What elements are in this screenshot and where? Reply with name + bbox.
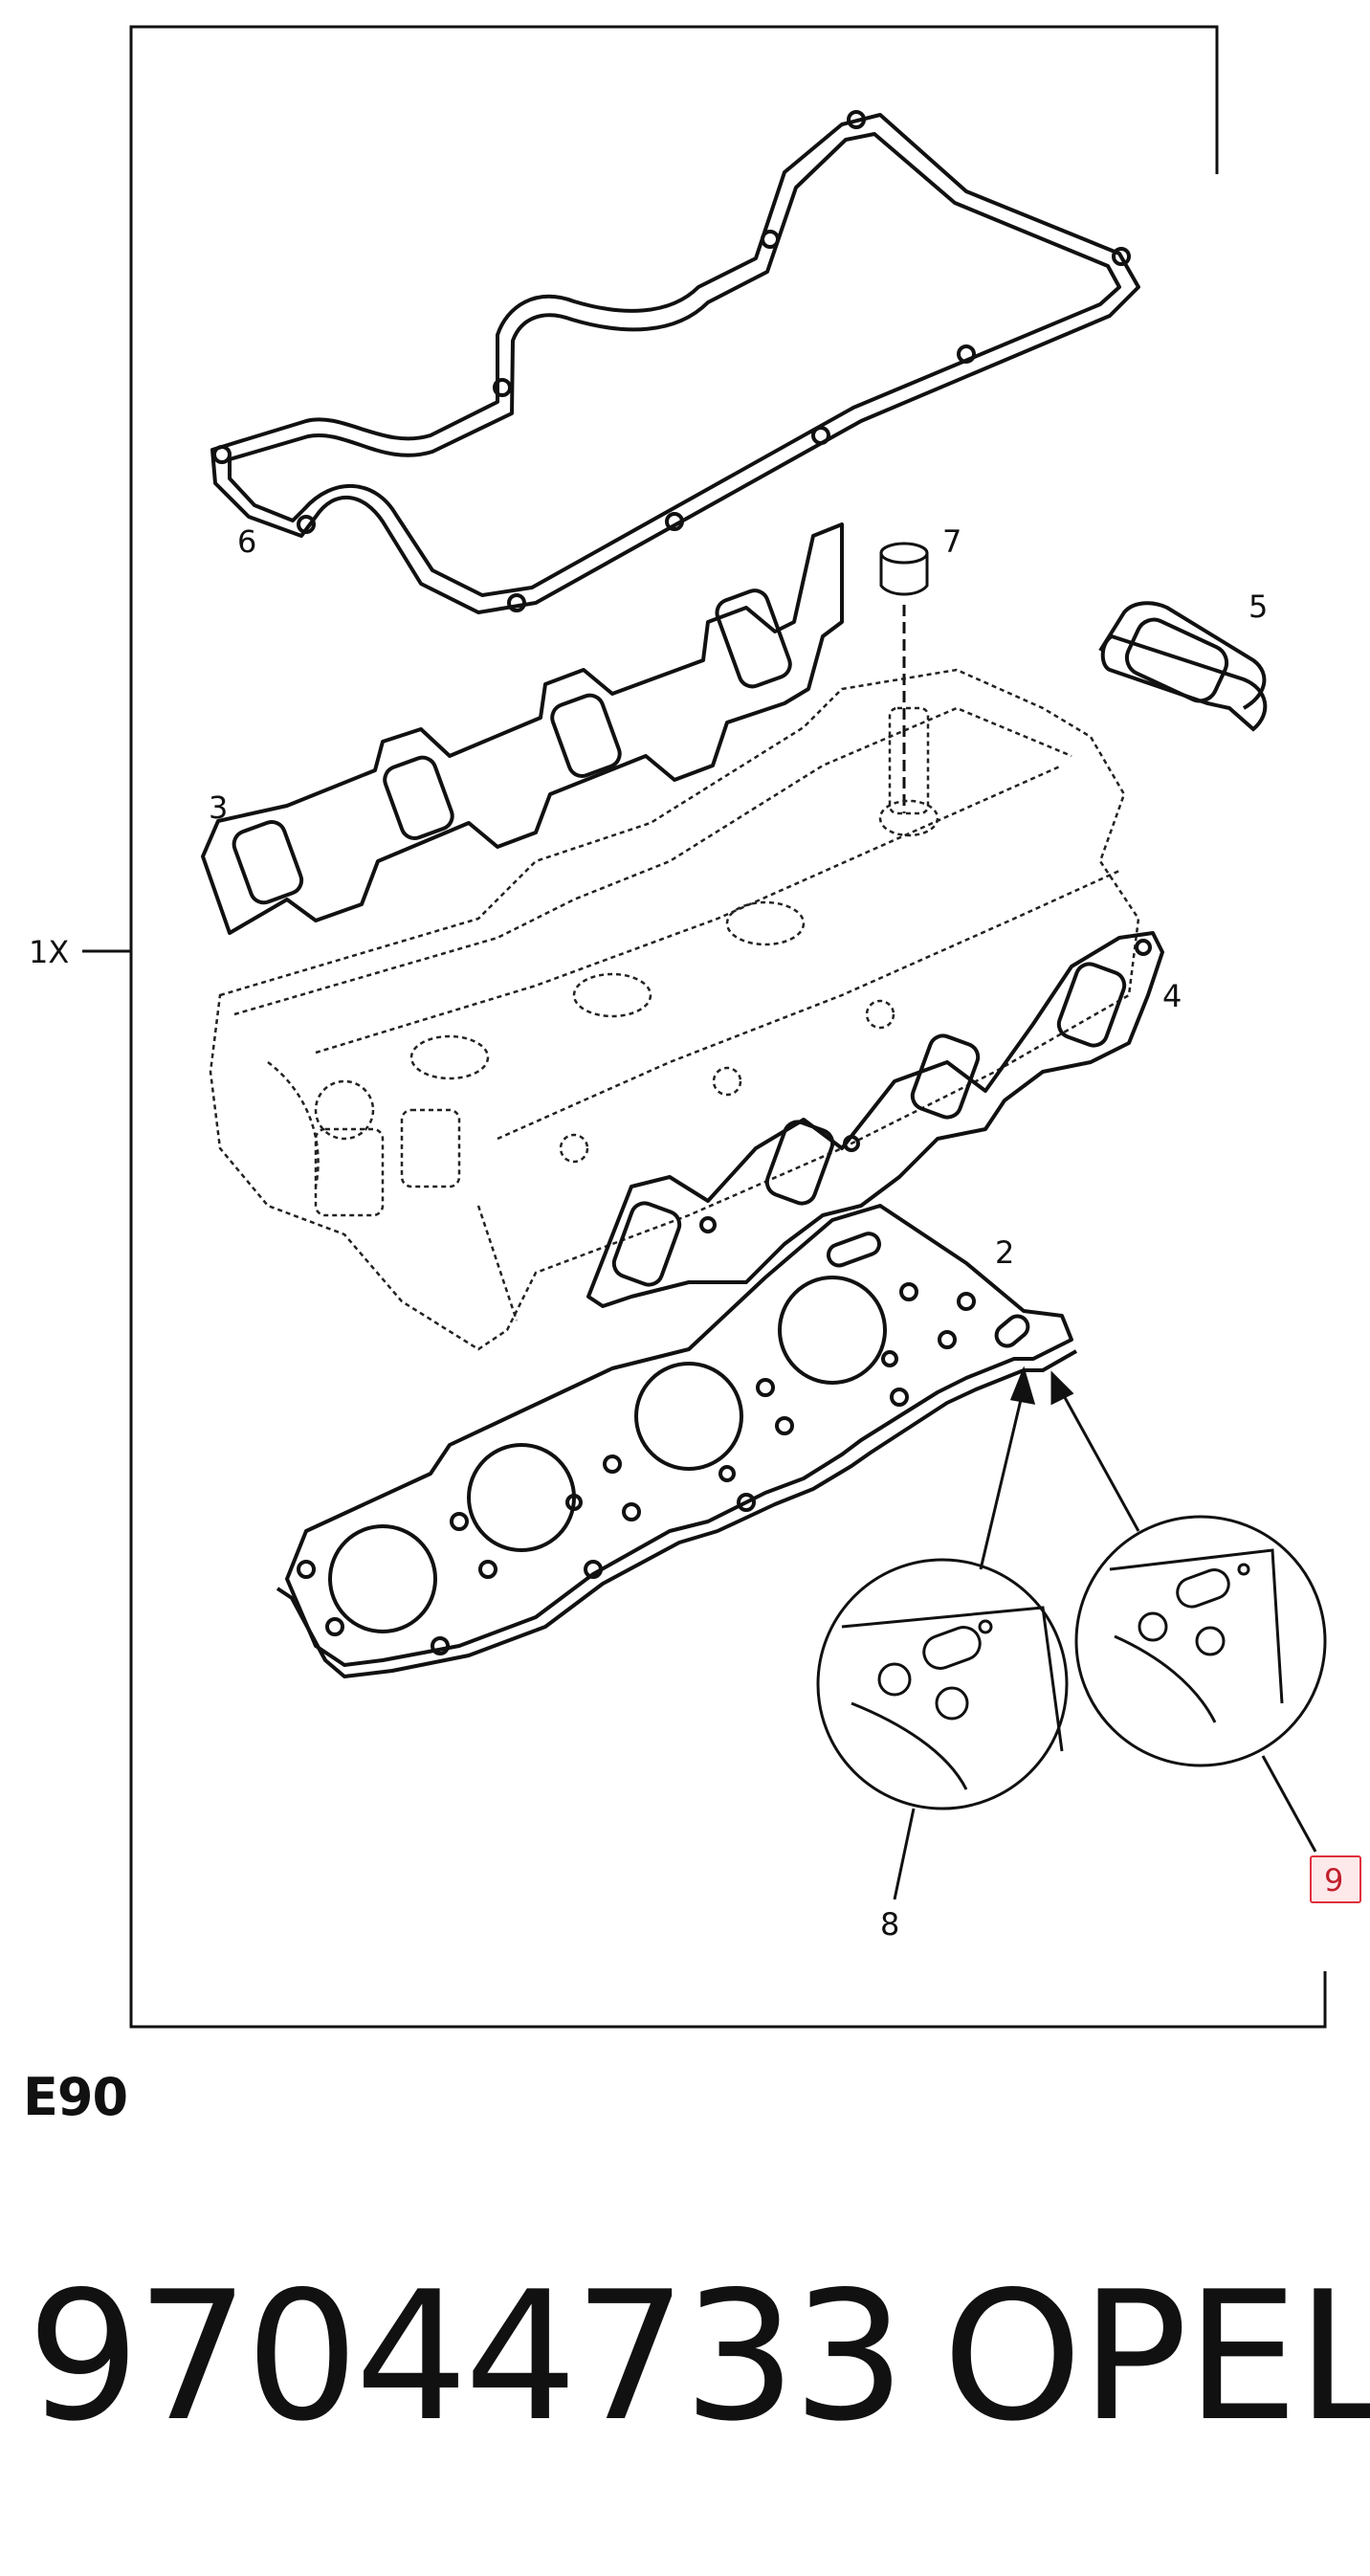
detail-view-8 xyxy=(816,1558,1069,1900)
valve-cover-gasket xyxy=(210,110,1140,614)
detail-view-9 xyxy=(1074,1515,1327,1853)
part-label-8: 8 xyxy=(880,1906,899,1943)
part-callout-9[interactable] xyxy=(1310,1855,1361,1903)
cylinder-head-gasket xyxy=(276,1204,1077,1678)
part-label-7: 7 xyxy=(942,523,961,560)
part-label-5: 5 xyxy=(1248,588,1268,625)
part-label-6: 6 xyxy=(237,523,256,560)
engine-code: E90 xyxy=(23,2067,128,2127)
kit-bracket xyxy=(82,25,1327,2029)
part-label-9: 9 xyxy=(1324,1862,1343,1899)
brand-name: OPEL xyxy=(942,2253,1370,2460)
part-label-2: 2 xyxy=(995,1234,1014,1271)
cylinder-head xyxy=(209,668,1140,1351)
kit-quantity-label: 1X xyxy=(29,934,69,970)
intake-manifold-gasket xyxy=(201,522,844,935)
exhaust-manifold-gasket xyxy=(586,931,1164,1308)
part-label-3: 3 xyxy=(209,789,228,826)
housing-gasket xyxy=(1098,601,1268,732)
detail-arrows xyxy=(979,1366,1140,1570)
part-number: 97044733 xyxy=(27,2253,906,2460)
part-label-4: 4 xyxy=(1162,978,1182,1014)
plug-part xyxy=(879,542,929,813)
